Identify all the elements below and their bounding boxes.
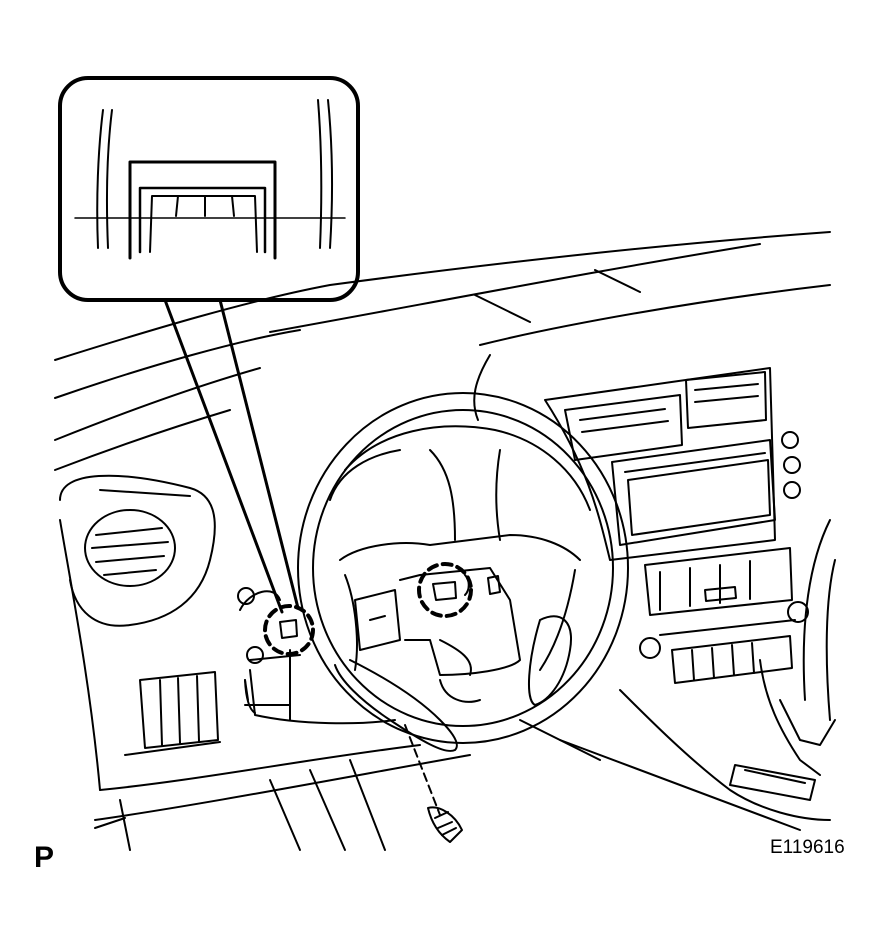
steering-pad — [354, 567, 521, 676]
steering-column-cover — [249, 649, 481, 725]
screw — [404, 724, 463, 843]
figure-id-label: E119616 — [770, 837, 845, 858]
floor-lines — [269, 719, 601, 851]
clip-marks — [279, 581, 457, 639]
callout-leader — [163, 298, 300, 614]
clip-locations — [263, 562, 473, 656]
center-console — [544, 367, 836, 831]
steering-wheel — [297, 392, 629, 752]
clip-location-left — [263, 604, 315, 656]
left-air-vent — [59, 474, 216, 627]
detail-inset — [58, 76, 360, 302]
dashboard-top-lines — [54, 231, 831, 471]
view-marker-label: P — [34, 841, 55, 874]
detail-inset-frame — [58, 76, 360, 302]
clip-location-right — [417, 562, 473, 618]
